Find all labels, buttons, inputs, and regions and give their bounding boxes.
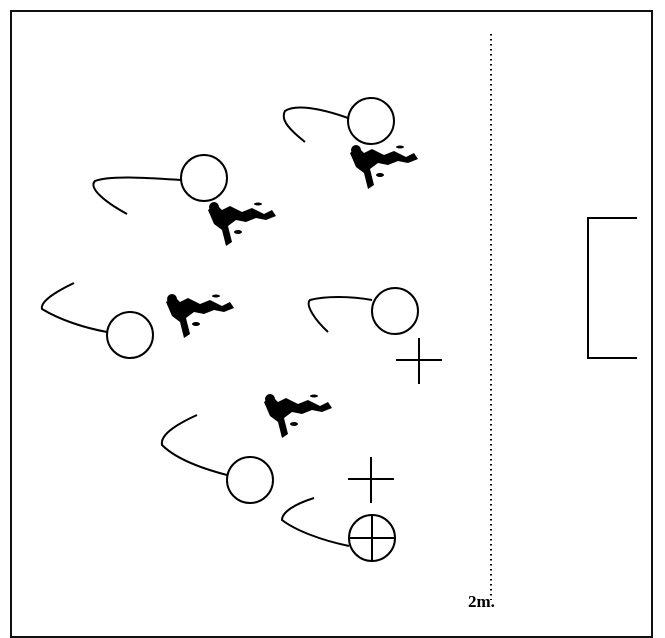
player-circle [160, 414, 274, 504]
lying-figure [350, 145, 418, 189]
lying-figure [208, 202, 276, 246]
ball-carrier-circle [280, 497, 396, 562]
lying-figure [264, 394, 332, 438]
goal-net [587, 217, 637, 359]
player-circle [92, 154, 228, 215]
player-circle [282, 97, 395, 145]
cross-marker [348, 457, 394, 503]
two-meter-label: 2m. [468, 592, 495, 611]
player-circle [40, 282, 154, 359]
player-circle [307, 287, 419, 335]
lying-figure [166, 294, 234, 338]
cross-marker [396, 338, 442, 384]
